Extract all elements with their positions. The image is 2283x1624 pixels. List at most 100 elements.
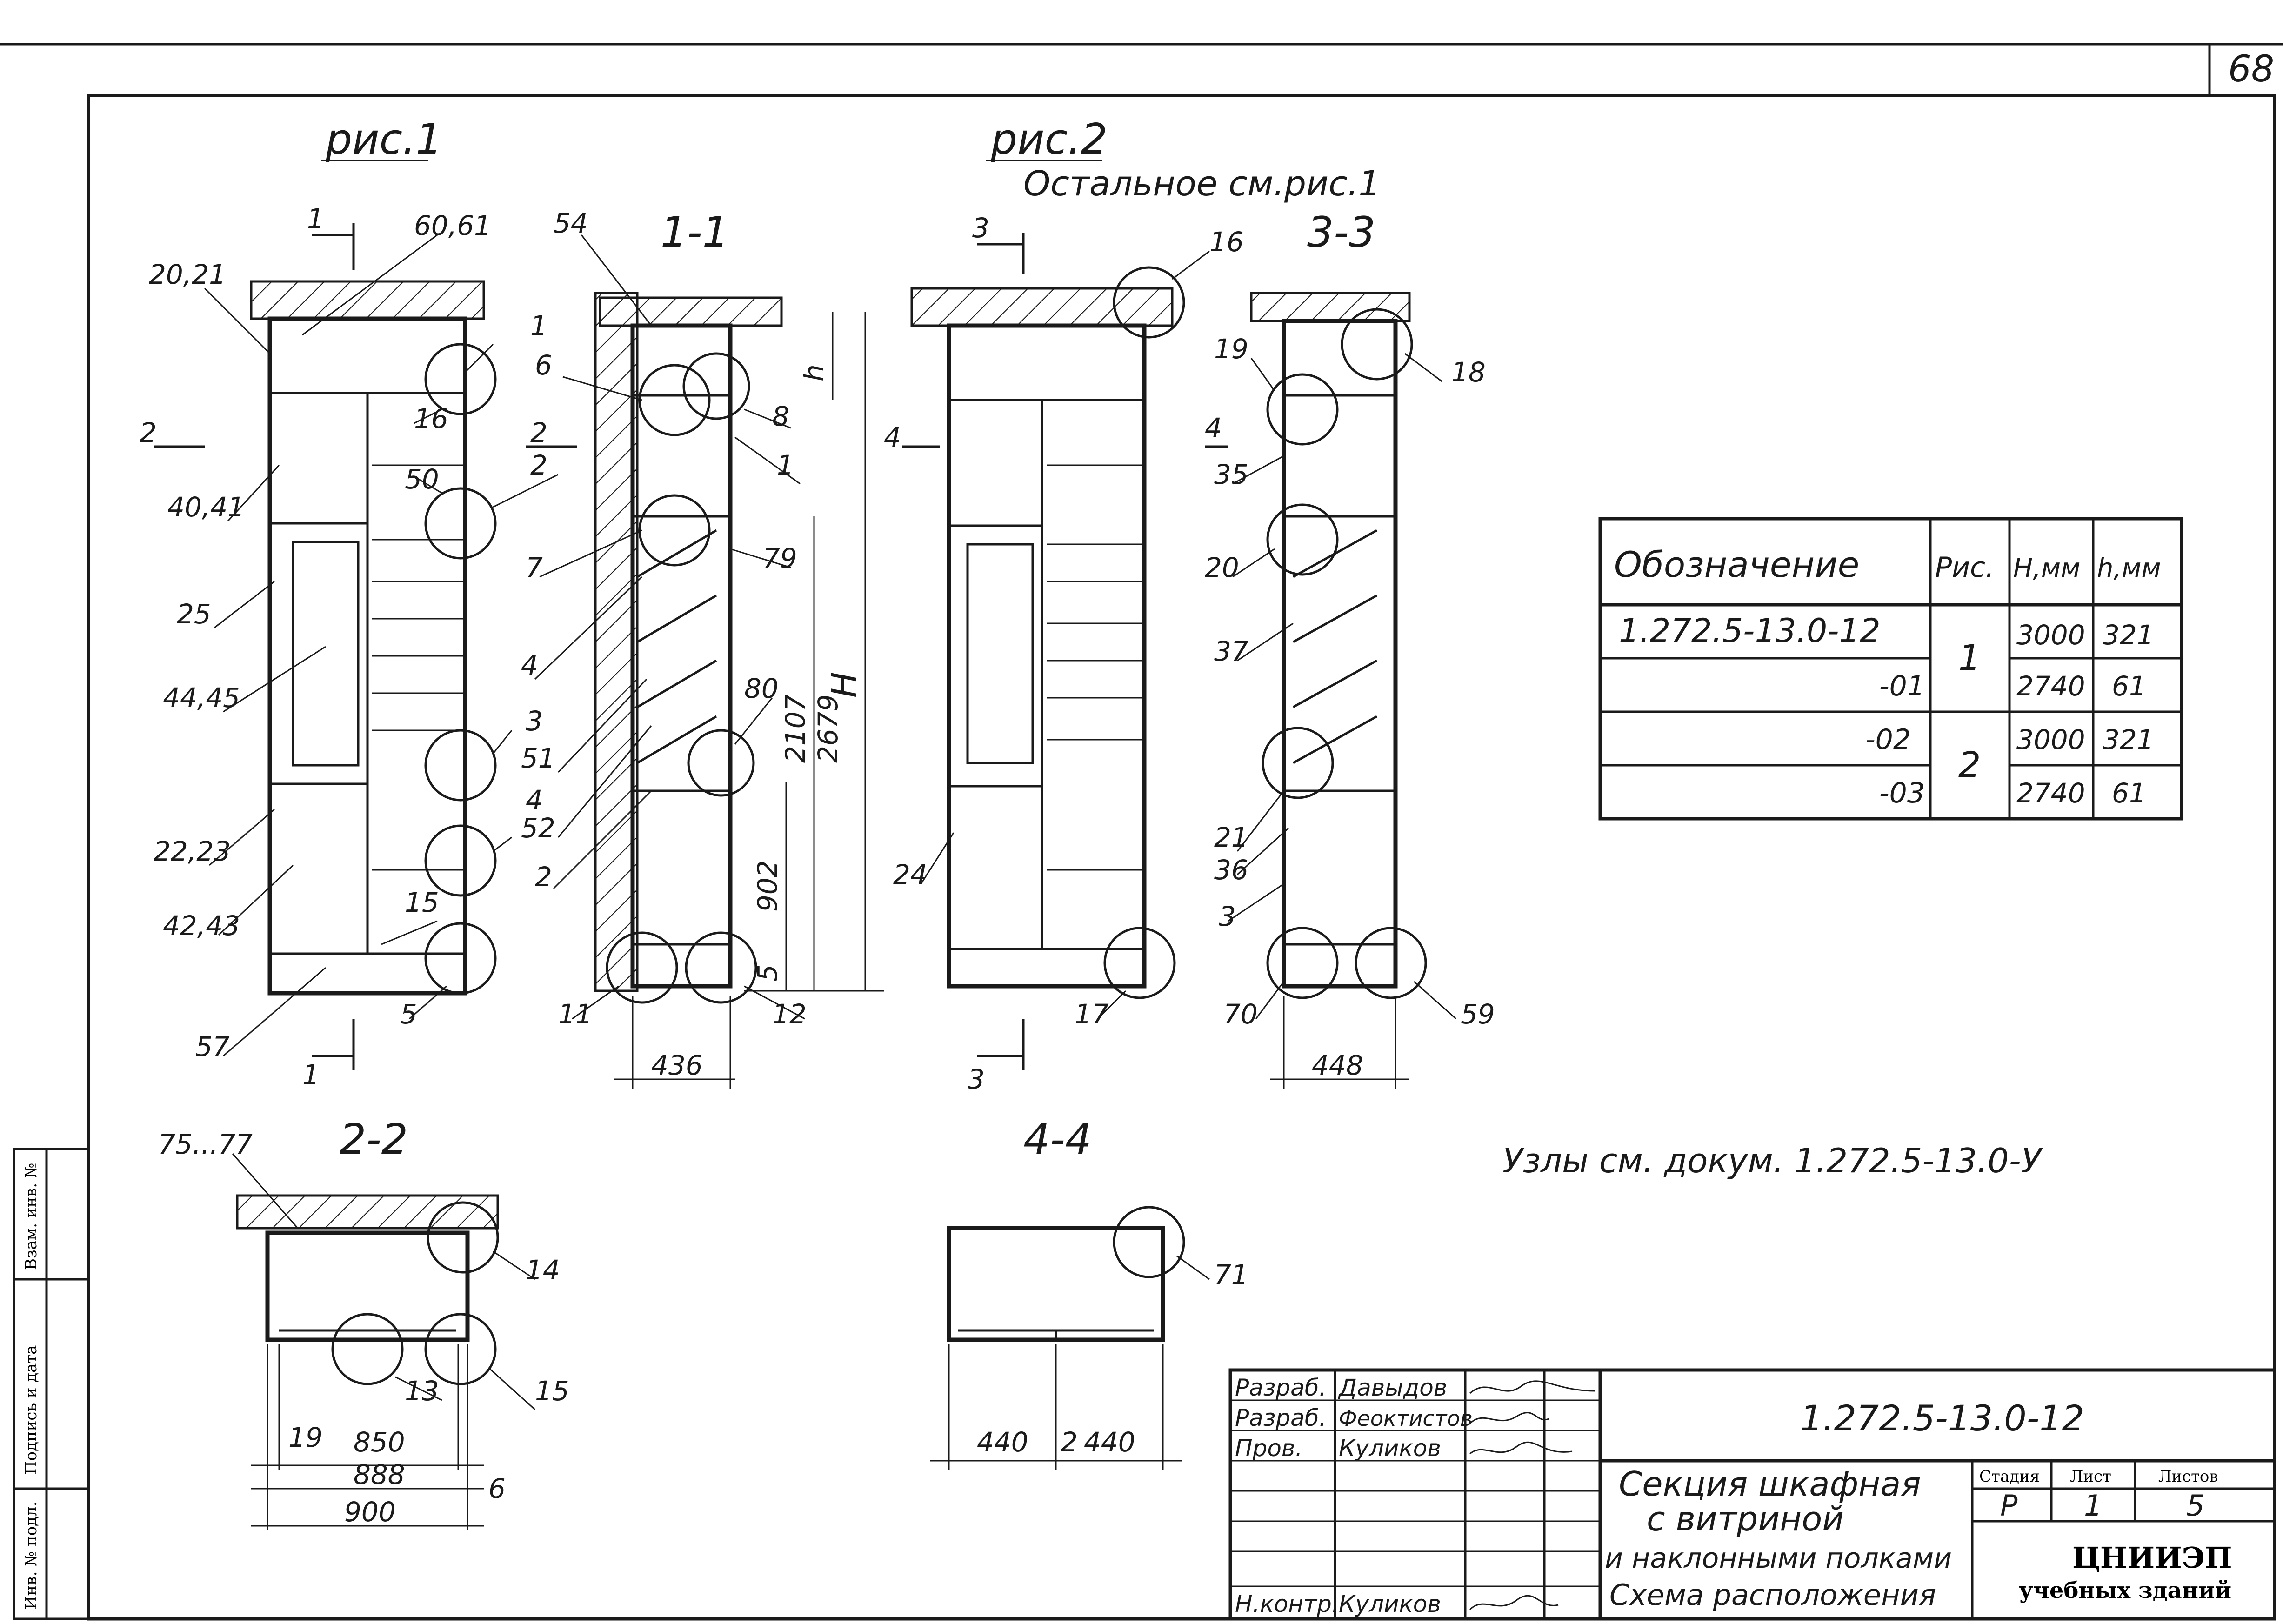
fig2-note: Остальное см.рис.1 (1023, 164, 1380, 204)
plan-2-2: 850 888 900 75...77 14 13 15 19 6 (158, 1129, 569, 1530)
fig1-callout: 4 (526, 784, 543, 816)
fig1-callout: 2 (140, 417, 157, 448)
stamp-signature-date: Подпись и дата (22, 1345, 40, 1475)
table-cell-h: 321 (2103, 619, 2154, 651)
stamp-inv-no: Инв. № подл. (22, 1501, 40, 1610)
table-cell-h: 61 (2112, 670, 2146, 702)
fig1-callout: 42,43 (163, 910, 240, 942)
sec3-callout: 18 (1451, 356, 1486, 388)
fig2-title: рис.2 (990, 115, 1108, 164)
side-stamp: Инв. № подл. Подпись и дата Взам. инв. № (13, 1148, 90, 1620)
plan4-callout: 71 (1214, 1259, 1248, 1290)
section-4-4-title: 4-4 (1023, 1115, 1092, 1164)
sec3-callout: 3 (1219, 901, 1236, 932)
section-1-1-title: 1-1 (661, 208, 729, 257)
table-cell-H: 2740 (2016, 670, 2085, 702)
fig2-callout: 24 (893, 859, 928, 890)
tb-role: Разраб. (1235, 1374, 1326, 1401)
tb-name: Куликов (1339, 1591, 1441, 1617)
tb-sheet: 1 (2084, 1489, 2102, 1523)
title-line: Секция шкафная (1619, 1464, 1921, 1504)
fig1-callout: 1 (302, 1059, 320, 1090)
table-cell-fig: 1 (1958, 637, 1981, 678)
title-line: и наклонными полками (1605, 1542, 1952, 1575)
fig1-title: рис.1 (325, 115, 442, 164)
plan2-callout: 19 (288, 1422, 323, 1453)
fig1-callout: 60,61 (414, 210, 491, 241)
fig1-callout: 40,41 (167, 491, 245, 523)
table-header-designation: Обозначение (1614, 544, 1859, 585)
fig1-callout: 57 (195, 1031, 230, 1063)
sec1-callout: 54 (554, 207, 588, 239)
fig2-callout: 16 (1209, 226, 1244, 258)
sec3-callout: 21 (1214, 822, 1248, 853)
table-cell-H: 3000 (2016, 724, 2085, 755)
dim-850: 850 (354, 1426, 405, 1458)
dim-902: 902 (752, 860, 783, 912)
dim-440-left: 440 (977, 1426, 1028, 1458)
table-cell-H: 3000 (2016, 619, 2085, 651)
table-header-h: h,мм (2097, 553, 2161, 583)
tb-sheets: 5 (2186, 1489, 2204, 1523)
table-cell-designation: -02 (1865, 723, 1911, 756)
tb-name: Феоктистов (1339, 1406, 1473, 1431)
sec3-callout: 4 (1205, 412, 1222, 444)
table-header-fig: Рис. (1935, 551, 1994, 584)
figure-headings: рис.1 рис.2 Остальное см.рис.1 1-1 3-3 2… (321, 115, 2043, 1180)
table-header-H: H,мм (2013, 553, 2080, 583)
spec-table: Обозначение Рис. H,мм h,мм 1.272.5-13.0-… (1598, 517, 2183, 821)
fig1-callout: 1 (307, 203, 324, 234)
dim-2107: 2107 (780, 694, 811, 763)
sec1-callout: 80 (744, 673, 779, 704)
sec1-callout: 52 (521, 812, 555, 844)
sec1-callout: 6 (535, 349, 552, 381)
sec3-callout: 36 (1214, 854, 1248, 886)
table-cell-h: 61 (2112, 777, 2146, 809)
plan2-callout: 13 (405, 1375, 439, 1407)
sec1-callout: 8 (772, 401, 789, 432)
table-cell-h: 321 (2103, 724, 2154, 755)
fig2-callout: 4 (884, 421, 901, 453)
document-code: 1.272.5-13.0-12 (1800, 1397, 2084, 1439)
sec3-callout: 35 (1214, 459, 1248, 490)
plan2-callout: 6 (488, 1473, 506, 1504)
tb-role: Пров. (1235, 1435, 1302, 1462)
sec3-callout: 70 (1223, 998, 1258, 1030)
sec3-callout: 20 (1205, 552, 1239, 583)
fig1-callout: 15 (405, 887, 439, 918)
title-line: Схема расположения (1609, 1578, 1936, 1612)
fig1-callout: 20,21 (149, 259, 226, 290)
dim-888: 888 (354, 1459, 405, 1490)
sec1-callout: 7 (526, 552, 543, 583)
dim-440-right: 440 (1084, 1426, 1135, 1458)
fig1-callout: 25 (177, 598, 211, 630)
dim-H: H (824, 672, 864, 698)
tb-role: Разраб. (1235, 1404, 1326, 1431)
plan2-callout: 14 (526, 1254, 560, 1286)
plan2-callout: 75...77 (158, 1129, 253, 1160)
table-cell-designation: 1.272.5-13.0-12 (1619, 612, 1881, 650)
sec1-callout: 2 (535, 861, 552, 893)
sec1-callout: 51 (521, 742, 555, 774)
sec1-callout: 11 (558, 998, 593, 1030)
tb-name: Куликов (1339, 1435, 1441, 1462)
tb-stage: Р (2000, 1489, 2018, 1523)
table-cell-designation: -03 (1879, 777, 1925, 809)
sec1-callout: 1 (777, 449, 794, 481)
sec1-callout: 79 (763, 542, 797, 574)
fig2-callout: 17 (1075, 998, 1109, 1030)
tb-name: Давыдов (1338, 1374, 1447, 1401)
dim-436: 436 (651, 1049, 703, 1081)
org-sub: учебных зданий (2019, 1577, 2231, 1604)
fig1-callout: 2 (530, 417, 547, 448)
fig1-elevation: 1 60,61 20,21 1 2 16 2 50 40,41 2 25 44,… (140, 203, 577, 1090)
tb-sheet-header: Лист (2070, 1467, 2111, 1486)
section-2-2-title: 2-2 (340, 1115, 408, 1164)
plan-4-4: 440 2 440 71 (930, 1206, 1248, 1470)
fig1-callout: 2 (530, 449, 547, 481)
sec1-callout: 4 (521, 649, 538, 681)
table-cell-H: 2740 (2016, 777, 2085, 809)
dim-h: h (798, 364, 830, 381)
fig1-callout: 44,45 (163, 682, 240, 714)
section-1-1: h H 2107 2679 902 5 436 54 6 8 (521, 207, 884, 1089)
